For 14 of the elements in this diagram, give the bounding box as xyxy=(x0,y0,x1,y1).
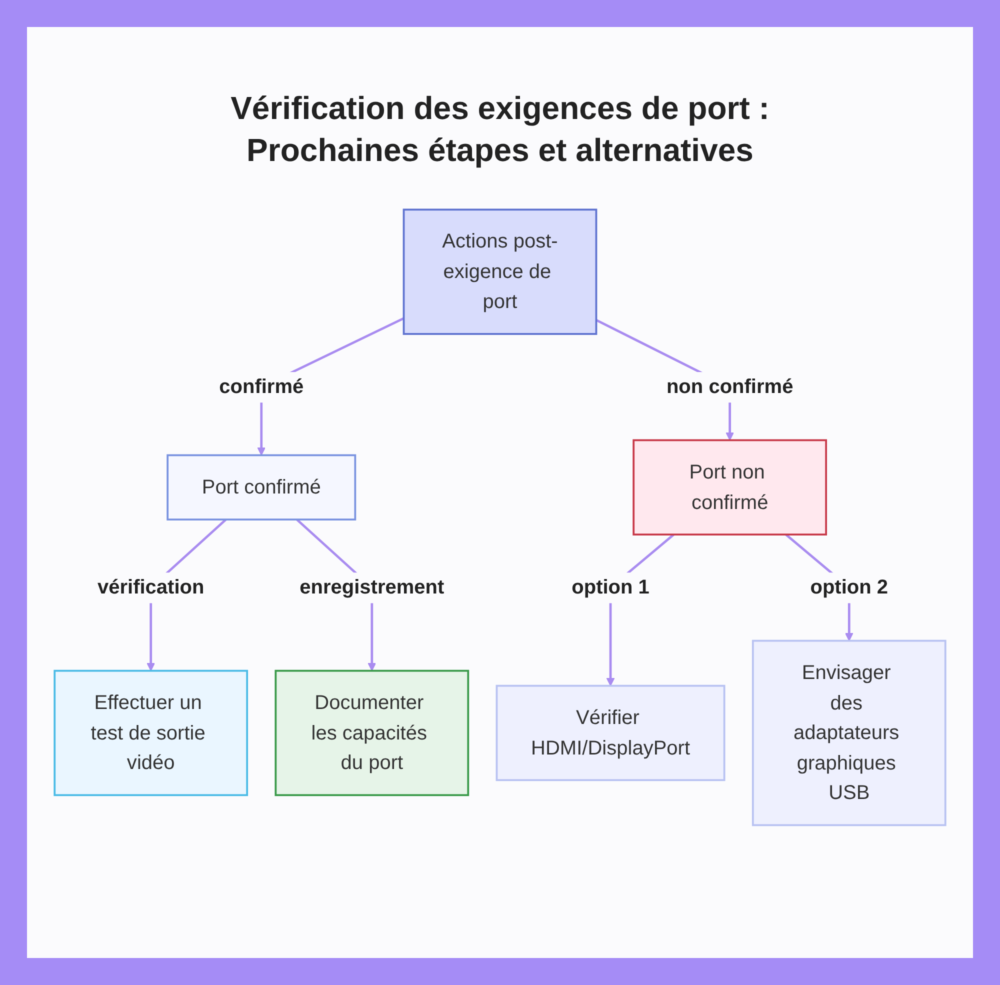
node-box: Port confirmé xyxy=(166,454,356,520)
node-box: Documenter les capacités du port xyxy=(274,670,470,796)
node-box: Envisager des adaptateurs graphiques USB xyxy=(752,640,946,826)
edge-label: vérification xyxy=(97,576,204,598)
edge-label: option 2 xyxy=(810,576,888,598)
edge-label: non confirmé xyxy=(666,376,794,398)
node-box: Effectuer un test de sortie vidéo xyxy=(54,670,248,796)
edge-label: confirmé xyxy=(219,376,304,398)
node-box: Port non confirmé xyxy=(632,439,828,536)
edge-label: option 1 xyxy=(572,576,650,598)
node-box: Actions post-exigence de port xyxy=(402,208,598,335)
edge-label: enregistrement xyxy=(300,576,444,598)
node-box: Vérifier HDMI/DisplayPort xyxy=(496,684,726,782)
diagram-title: Vérification des exigences de port : Prochaines étapes et alternatives xyxy=(230,89,770,170)
